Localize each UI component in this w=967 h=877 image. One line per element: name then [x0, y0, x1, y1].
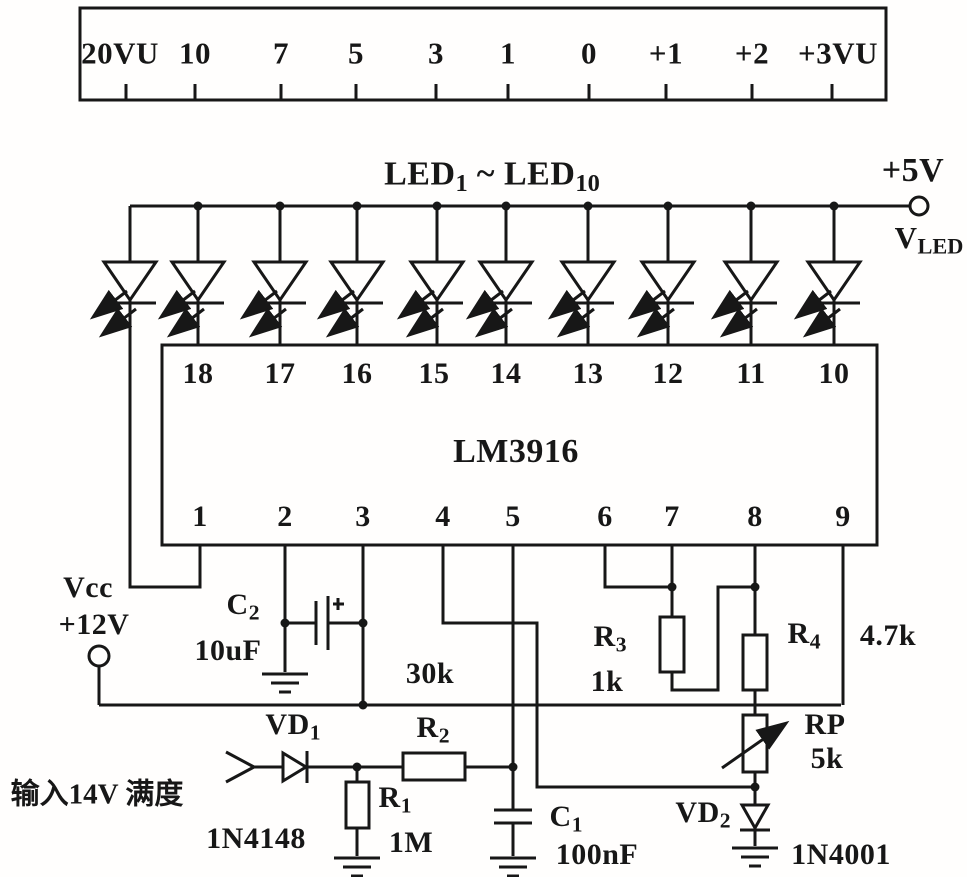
led-cathode-wires — [128, 300, 836, 589]
c2-capacitor-symbol — [285, 596, 363, 650]
ground-symbol-vd2 — [730, 846, 780, 868]
scale-label-3: 7 — [273, 35, 289, 71]
led-5 — [404, 206, 463, 332]
pin-5: 5 — [505, 500, 521, 533]
vd1-diode-symbol — [281, 750, 309, 784]
r1-designator: R1 — [378, 781, 412, 818]
rp-wiper-arrow — [721, 720, 790, 770]
led-6 — [473, 206, 532, 332]
r1-value: 1M — [388, 826, 434, 859]
vd2-part-number: 1N4001 — [791, 838, 891, 871]
pin-6: 6 — [597, 500, 613, 533]
r2-designator: R2 — [416, 711, 450, 748]
vu-scale-ticks — [124, 84, 834, 99]
pin-1: 1 — [192, 500, 208, 533]
scale-label-2: 10 — [179, 35, 211, 71]
pin-12: 12 — [652, 357, 684, 390]
vcc-label: Vcc — [63, 571, 113, 604]
ic-part-number: LM3916 — [453, 433, 579, 470]
input-arrow — [225, 750, 255, 769]
bottom-wiring — [283, 545, 845, 810]
vd1-part-number: 1N4148 — [206, 822, 306, 855]
scale-label-5: 3 — [428, 35, 444, 71]
input-note: 输入14V 满度 — [10, 778, 184, 811]
vd2-designator: VD2 — [675, 796, 731, 833]
scale-label-8: +1 — [648, 35, 684, 71]
r4-value: 4.7k — [859, 619, 917, 652]
vu-scale-bar — [78, 6, 888, 102]
pin-14: 14 — [490, 357, 522, 390]
c2-designator: C2 — [226, 588, 260, 625]
vcc-terminal — [87, 644, 111, 668]
r2-resistor-symbol — [401, 751, 467, 782]
led-10 — [801, 206, 860, 332]
ic-outline — [160, 343, 879, 547]
pin-4: 4 — [435, 500, 451, 533]
top-rail — [87, 195, 930, 707]
led-1 — [97, 206, 156, 332]
pin-2: 2 — [277, 500, 293, 533]
c1-designator: C1 — [549, 800, 583, 837]
led-7 — [555, 206, 614, 332]
pin-9: 9 — [835, 500, 851, 533]
input-network — [225, 750, 532, 856]
led-9 — [718, 206, 777, 332]
led-4 — [324, 206, 383, 332]
r3-value: 1k — [590, 665, 624, 698]
led-2 — [165, 206, 224, 332]
pin-3: 3 — [355, 500, 371, 533]
vcc-value-label: +12V — [58, 608, 130, 641]
rp-value: 5k — [810, 742, 844, 775]
pin6-wire — [603, 545, 672, 589]
ground-symbol-c2 — [260, 672, 310, 694]
ground-symbol-c1 — [488, 856, 538, 877]
r3-return-wire — [670, 585, 755, 692]
pin-15: 15 — [418, 357, 450, 390]
pin-13: 13 — [572, 357, 604, 390]
pin-17: 17 — [264, 357, 296, 390]
led-array-title: LED1 ~ LED10 — [384, 155, 600, 197]
scale-label-9: +2 — [734, 35, 770, 71]
r1-resistor-symbol — [344, 780, 371, 830]
r4-resistor-symbol — [741, 633, 769, 692]
pin-8: 8 — [747, 500, 763, 533]
resistor-bodies — [658, 615, 769, 774]
r3-resistor-symbol — [658, 615, 686, 674]
pin-16: 16 — [341, 357, 373, 390]
vd1-designator: VD1 — [265, 708, 321, 745]
vled-label: VLED — [894, 220, 964, 259]
led-8 — [635, 206, 694, 332]
vd2-diode-symbol — [739, 803, 771, 846]
scale-label-4: 5 — [348, 35, 364, 71]
scale-label-1: 20VU — [81, 35, 159, 71]
pin-18: 18 — [182, 357, 214, 390]
ground-symbol-r1 — [332, 856, 382, 877]
pin4-wire — [441, 545, 755, 789]
pin-10: 10 — [818, 357, 850, 390]
junction-dots — [193, 201, 839, 792]
r3-designator: R3 — [593, 620, 627, 657]
c2-value: 10uF — [194, 634, 262, 667]
plus5v-label: +5V — [881, 152, 945, 189]
r4-designator: R4 — [787, 617, 821, 654]
rp-designator: RP — [804, 708, 846, 741]
plus5v-terminal — [908, 195, 930, 217]
pin-11: 11 — [736, 357, 766, 390]
c1-value: 100nF — [555, 838, 639, 871]
led-3 — [247, 206, 306, 332]
r2-value: 30k — [405, 657, 455, 690]
scale-label-10: +3VU — [798, 35, 878, 71]
scale-label-6: 1 — [500, 35, 516, 71]
scale-label-7: 0 — [581, 35, 597, 71]
led-array — [97, 206, 860, 332]
pin-7: 7 — [664, 500, 680, 533]
led1-to-pin1-wire — [128, 300, 202, 589]
